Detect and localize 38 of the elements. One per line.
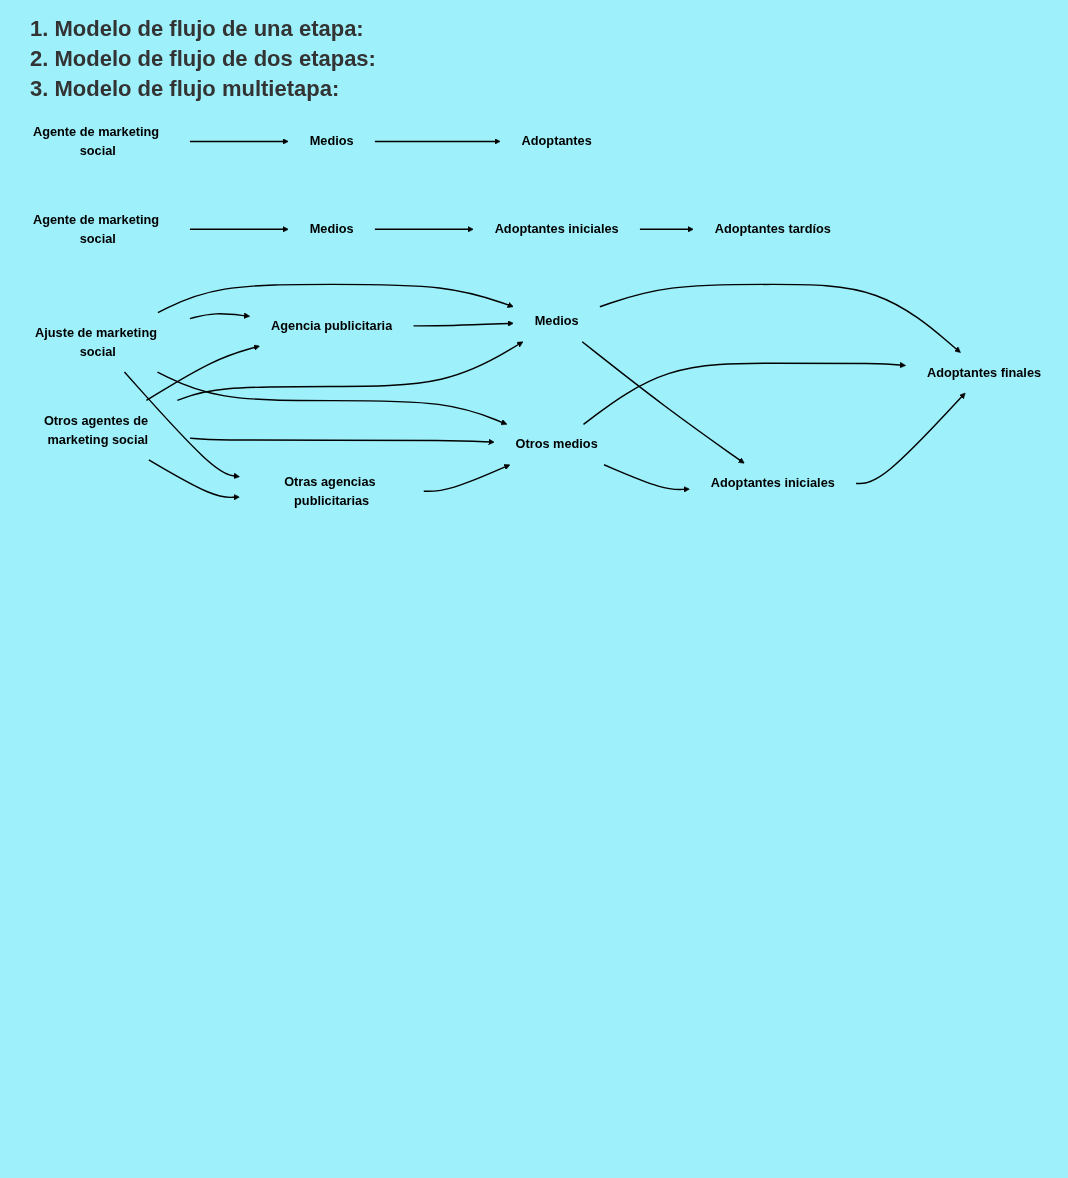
section-heading: 1. Modelo de flujo de una etapa: <box>30 16 365 42</box>
arrow <box>157 283 514 314</box>
node-text: Ajuste de marketing social <box>35 325 157 359</box>
arrow <box>176 341 524 402</box>
arrow <box>412 320 514 327</box>
arrow <box>603 464 690 493</box>
node-text: Adoptantes iniciales <box>710 476 835 491</box>
arrow <box>374 138 501 145</box>
arrow <box>374 226 474 233</box>
arrow <box>855 392 966 485</box>
node-text: Medios <box>309 133 354 149</box>
arrow <box>189 437 495 445</box>
node-text: Agencia publicitaria <box>271 318 393 333</box>
arrow <box>189 138 289 145</box>
node-text: Agente de marketing social <box>32 212 160 246</box>
arrow <box>599 283 961 353</box>
node-text: Adoptantes iniciales <box>494 221 619 237</box>
node-text: Adoptantes <box>521 133 592 149</box>
arrow <box>582 361 906 426</box>
arrow <box>189 312 251 320</box>
arrow <box>423 464 511 493</box>
section-heading: 2. Modelo de flujo de dos etapas: <box>30 46 377 72</box>
arrow <box>581 341 745 464</box>
node-text: Medios <box>534 314 579 329</box>
node-text: Otros agentes de marketing social <box>43 413 149 447</box>
node-text: Agente de marketing social <box>32 124 160 158</box>
arrow <box>145 344 260 402</box>
arrow <box>123 371 240 479</box>
arrow <box>189 226 289 233</box>
node-text: Otras agencias publicitarias <box>284 474 376 508</box>
section-heading: 3. Modelo de flujo multietapa: <box>30 76 341 102</box>
arrow <box>156 371 508 426</box>
node-text: Medios <box>309 221 354 237</box>
node-text: Adoptantes tardíos <box>714 221 831 237</box>
node-text: Otros medios <box>515 437 598 452</box>
node-text: Adoptantes finales <box>926 365 1042 380</box>
arrow <box>639 226 694 233</box>
arrow <box>148 459 240 501</box>
